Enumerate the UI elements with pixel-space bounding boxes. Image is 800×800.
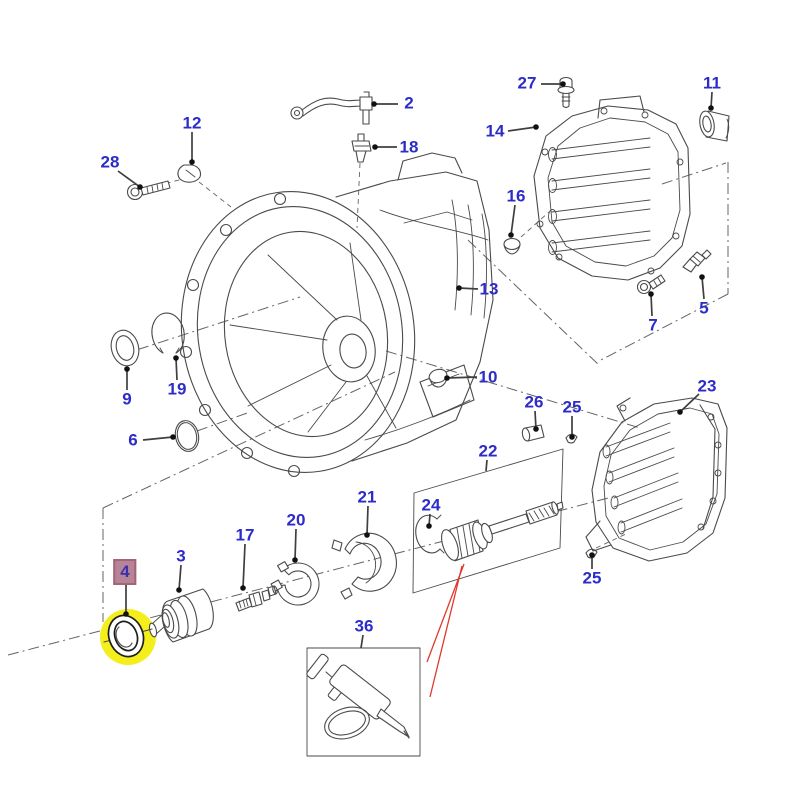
callout-dot (569, 434, 575, 440)
callout-dot (589, 552, 595, 558)
part-19-snapring-art (151, 312, 185, 354)
callout-leader (701, 276, 705, 300)
part-3-bearing-art (148, 588, 214, 643)
callout-leader (242, 543, 246, 589)
callout-dot (364, 532, 370, 538)
part-20-cwasher-art (270, 561, 320, 606)
callout-dot (173, 355, 179, 361)
callout-dot (372, 144, 378, 150)
callout-dot (176, 587, 182, 593)
callout-dot (426, 523, 432, 529)
callout-label[interactable]: 7 (648, 315, 658, 335)
callout-dot (699, 274, 705, 280)
part-5-sensor-art (682, 249, 712, 273)
extension-housing-art (585, 397, 728, 562)
part-6-oring-art (174, 420, 200, 452)
end-case-art (533, 95, 691, 281)
callout-leader (360, 634, 364, 649)
callout-leader (142, 436, 174, 441)
kit-box-22 (412, 448, 564, 594)
callout-label[interactable]: 2 (404, 93, 414, 113)
callout-leader (178, 564, 182, 591)
gearbox-housing-art (179, 152, 494, 478)
callout-label[interactable]: 3 (176, 546, 186, 566)
part-24-snapring-art (415, 514, 445, 554)
callout-label[interactable]: 25 (582, 568, 602, 588)
red-indicator-lines (426, 563, 465, 698)
callout-label[interactable]: 20 (286, 510, 306, 530)
callout-leader (294, 528, 297, 561)
callout-dot (170, 434, 176, 440)
part-12-clip-art (177, 164, 202, 183)
callout-label[interactable]: 12 (182, 113, 202, 133)
bell-spokes (229, 242, 397, 433)
callout-label[interactable]: 24 (421, 495, 441, 515)
callout-label[interactable]: 36 (354, 616, 374, 636)
callout-dot (371, 101, 377, 107)
callout-label[interactable]: 5 (699, 298, 709, 318)
callout-leader (650, 293, 653, 317)
callout-label[interactable]: 18 (399, 137, 419, 157)
callout-dot (677, 409, 683, 415)
part-21-fork-art (331, 532, 397, 600)
callout-dot (124, 366, 130, 372)
callout-leader (485, 459, 488, 472)
callout-leader (175, 357, 178, 381)
callout-label[interactable]: 26 (524, 392, 544, 412)
callout-label[interactable]: 28 (100, 152, 120, 172)
callout-label[interactable]: 22 (478, 441, 498, 461)
part-2-pipe-art (290, 91, 373, 125)
part-22-shaft-art (441, 501, 564, 562)
callout-dot (189, 159, 195, 165)
callout-leader (446, 376, 478, 379)
callout-leader (510, 204, 516, 236)
callout-dot (708, 105, 714, 111)
callout-label[interactable]: 10 (478, 367, 498, 387)
callout-label[interactable]: 23 (697, 376, 717, 396)
callout-label[interactable]: 27 (517, 73, 537, 93)
callout-leader (534, 410, 537, 430)
callout-dot (456, 285, 462, 291)
callout-leader (117, 170, 141, 188)
callout-label[interactable]: 9 (122, 389, 132, 409)
part-16-plug-art (503, 237, 521, 255)
callout-label[interactable]: 11 (703, 73, 721, 93)
callout-dot (560, 81, 566, 87)
callout-dot (508, 232, 514, 238)
part-36-sealant-art (306, 653, 410, 740)
part-17-fitting-art (235, 585, 278, 612)
callout-label[interactable]: 21 (357, 487, 377, 507)
callout-label[interactable]: 14 (485, 121, 505, 141)
tool-box-36 (306, 647, 421, 757)
part-9-seal-art (110, 329, 140, 367)
callout-label[interactable]: 6 (128, 430, 138, 450)
callout-dot (533, 426, 539, 432)
callout-dot (137, 184, 143, 190)
callout-leader (458, 287, 479, 290)
callout-dot (292, 557, 298, 563)
part-10-plug-art (428, 368, 448, 388)
callout-dot (123, 611, 129, 617)
callout-label[interactable]: 19 (167, 379, 187, 399)
part-4-seal-art[interactable] (103, 610, 153, 661)
callout-dot (240, 585, 246, 591)
callout-label[interactable]: 13 (479, 279, 499, 299)
callout-leader (679, 393, 700, 413)
callout-label[interactable]: 4 (113, 559, 137, 585)
callout-label[interactable]: 25 (562, 397, 582, 417)
callout-dot (444, 375, 450, 381)
part-7-bolt-art (636, 274, 666, 295)
callout-label[interactable]: 17 (235, 525, 255, 545)
part-11-bushing-art (699, 110, 730, 142)
flange-ears (179, 192, 301, 478)
callout-dot (533, 124, 539, 130)
callout-dot (648, 291, 654, 297)
callout-label[interactable]: 16 (506, 186, 526, 206)
callout-leader (507, 126, 537, 132)
part-28-bolt-art (126, 180, 171, 201)
part-18-sensor-art (351, 133, 372, 163)
callout-leader (366, 505, 369, 536)
